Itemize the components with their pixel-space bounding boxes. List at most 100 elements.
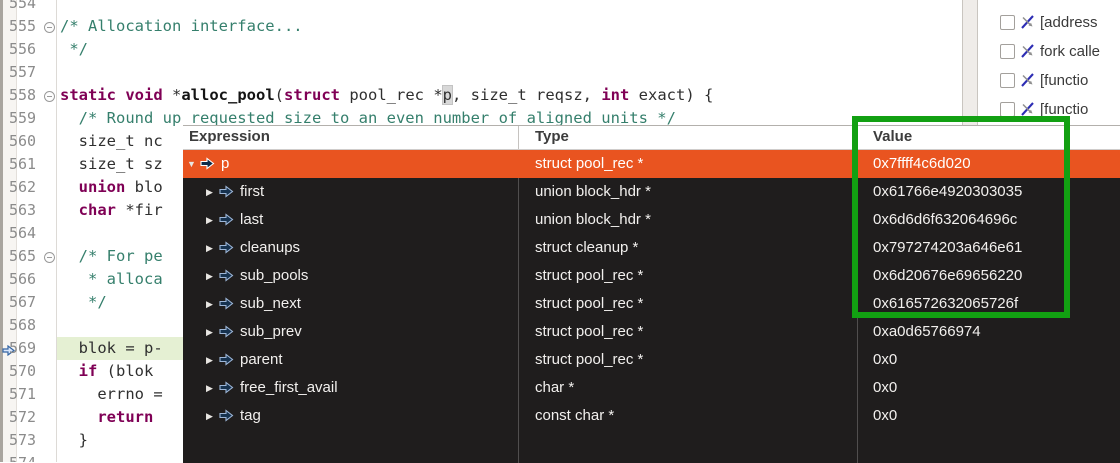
code-line[interactable]: 558 static void *alloc_pool(struct pool_r… [0, 84, 962, 107]
code-line[interactable]: 564 [0, 222, 962, 245]
breakpoint-item[interactable]: [functio [1000, 95, 1088, 124]
code-text: } [60, 431, 88, 449]
type-column-header[interactable]: Type [535, 128, 569, 145]
code-line[interactable]: 563 char *fir [0, 199, 962, 222]
line-number: 558 [9, 86, 37, 104]
code-line[interactable]: 561 size_t sz [0, 153, 962, 176]
code-line[interactable]: 570 if (blok [0, 360, 962, 383]
line-number: 568 [9, 316, 37, 334]
expression-label: parent [240, 351, 283, 368]
breakpoint-checkbox[interactable] [1000, 15, 1015, 30]
variable-icon [219, 185, 234, 198]
value-cell: 0x6d20676e69656220 [873, 267, 1023, 284]
code-line[interactable]: 573 } [0, 429, 962, 452]
code-text: */ [60, 40, 88, 58]
expand-toggle[interactable]: ▶ [206, 411, 213, 421]
expression-label: free_first_avail [240, 379, 338, 396]
expression-label: sub_prev [240, 323, 302, 340]
function-breakpoint-icon [1019, 72, 1036, 89]
code-line[interactable]: 555/* Allocation interface... [0, 15, 962, 38]
instruction-pointer-icon [2, 343, 15, 357]
code-line[interactable]: 556 */ [0, 38, 962, 61]
line-number: 561 [9, 155, 37, 173]
variable-row-sub_prev[interactable]: ▶ sub_prev struct pool_rec * 0xa0d65766974 [183, 318, 1120, 346]
code-text: /* Round up requested size to an even nu… [60, 109, 676, 127]
variable-icon [219, 381, 234, 394]
code-text: static void *alloc_pool(struct pool_rec … [60, 86, 714, 104]
expression-label: tag [240, 407, 261, 424]
fold-toggle[interactable] [44, 91, 55, 102]
code-line[interactable]: 557 [0, 61, 962, 84]
breakpoint-checkbox[interactable] [1000, 44, 1015, 59]
value-cell: 0x0 [873, 407, 898, 424]
breakpoint-checkbox[interactable] [1000, 102, 1015, 117]
code-line[interactable]: 571 errno = [0, 383, 962, 406]
type-cell: struct cleanup * [535, 239, 639, 256]
event-breakpoint-icon [1019, 43, 1036, 60]
column-separator[interactable] [518, 126, 519, 149]
breakpoint-item[interactable]: [functio [1000, 66, 1088, 95]
code-line[interactable]: 572 return [0, 406, 962, 429]
code-line[interactable]: 574 [0, 452, 962, 462]
expression-label: sub_pools [240, 267, 309, 284]
expand-toggle[interactable]: ▶ [206, 243, 213, 253]
code-text: * alloca [60, 270, 163, 288]
breakpoint-item[interactable]: fork calle [1000, 37, 1100, 66]
value-cell: 0x797274203a646e61 [873, 239, 1023, 256]
code-text: if (blok [78, 362, 154, 380]
annotation-ruler[interactable] [3, 0, 17, 462]
column-separator [518, 150, 519, 463]
expand-toggle[interactable]: ▶ [206, 187, 213, 197]
type-cell: char * [535, 379, 575, 396]
expand-toggle[interactable]: ▶ [206, 327, 213, 337]
expression-label: cleanups [240, 239, 301, 256]
line-number: 571 [9, 385, 37, 403]
expand-toggle[interactable]: ▶ [206, 215, 213, 225]
expression-label: p [221, 155, 230, 172]
code-line[interactable]: 560 size_t nc [0, 130, 962, 153]
variable-icon [219, 269, 234, 282]
code-line[interactable]: 567 */ [0, 291, 962, 314]
variable-icon [200, 157, 215, 170]
type-cell: union block_hdr * [535, 211, 651, 228]
fold-toggle[interactable] [44, 252, 55, 263]
value-column-header[interactable]: Value [873, 128, 913, 145]
breakpoint-checkbox[interactable] [1000, 73, 1015, 88]
code-line[interactable]: 559 /* Round up requested size to an eve… [0, 107, 962, 130]
expand-toggle[interactable]: ▶ [206, 383, 213, 393]
expand-toggle[interactable]: ▶ [206, 299, 213, 309]
code-text: size_t sz [60, 155, 163, 173]
popup-table-header: Expression Type Value [183, 126, 1120, 150]
code-line[interactable]: 565 /* For pe [0, 245, 962, 268]
expand-toggle[interactable]: ▶ [206, 355, 213, 365]
line-number: 566 [9, 270, 37, 288]
type-cell: struct pool_rec * [535, 323, 644, 340]
code-line[interactable]: 554 [0, 0, 962, 15]
code-line[interactable]: 568 [0, 314, 962, 337]
code-line[interactable]: 562 union blo [0, 176, 962, 199]
type-cell: union block_hdr * [535, 183, 651, 200]
variable-row-cleanups[interactable]: ▶ cleanups struct cleanup * 0x797274203a646… [183, 234, 1120, 262]
expression-column-header[interactable]: Expression [189, 128, 270, 145]
code-text: */ [60, 293, 107, 311]
gutter-separator [56, 0, 57, 462]
expand-toggle[interactable]: ▼ [187, 159, 196, 169]
expression-label: sub_next [240, 295, 301, 312]
fold-toggle[interactable] [44, 22, 55, 33]
breakpoint-label: [functio [1040, 101, 1089, 118]
code-line[interactable]: 566 * alloca [0, 268, 962, 291]
value-cell: 0xa0d65766974 [873, 323, 981, 340]
breakpoint-item[interactable]: [address [1000, 8, 1098, 37]
expand-toggle[interactable]: ▶ [206, 271, 213, 281]
line-number: 567 [9, 293, 37, 311]
